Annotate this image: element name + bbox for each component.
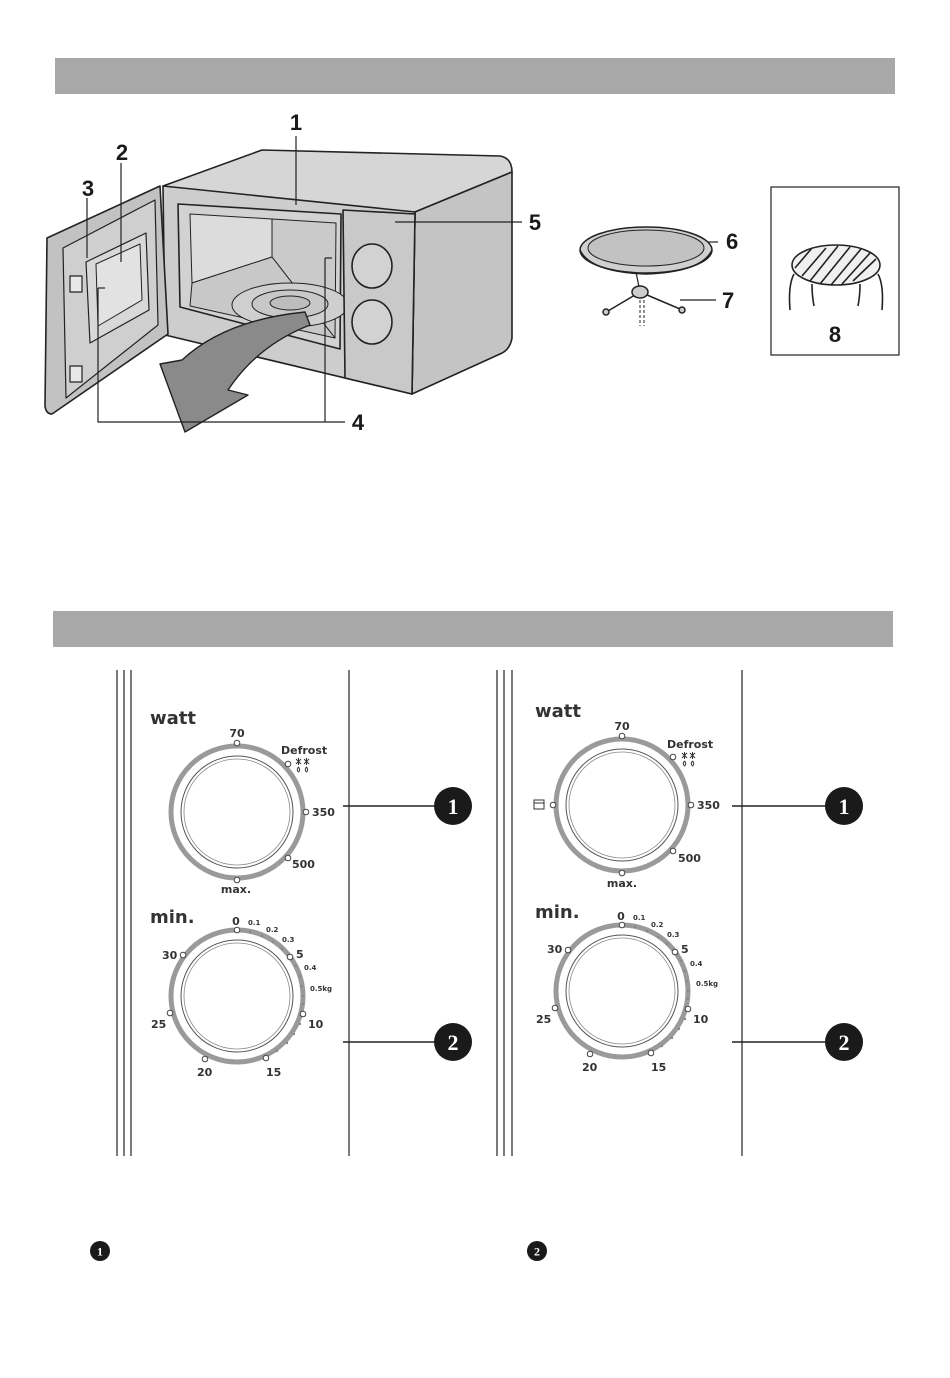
weight-label-0.3: 0.3 bbox=[282, 936, 295, 944]
callout-3: 3 bbox=[82, 176, 94, 201]
roller-ring bbox=[603, 272, 685, 326]
power-label-max: max. bbox=[221, 883, 251, 896]
callout-5: 5 bbox=[529, 210, 541, 235]
weight-label-0.5kg: 0.5kg bbox=[310, 985, 332, 993]
callout-6: 6 bbox=[726, 229, 738, 254]
turntable-plate bbox=[580, 227, 712, 274]
weight-label-0.4: 0.4 bbox=[304, 964, 317, 972]
timer-label-25: 25 bbox=[536, 1013, 551, 1026]
power-label-defrost: Defrost bbox=[281, 744, 327, 757]
control-panel-left: watt 70 Defrost 350 500 max. min. bbox=[117, 670, 472, 1156]
power-label-500: 500 bbox=[678, 852, 701, 865]
timer-label-30: 30 bbox=[162, 949, 178, 962]
power-dial-title: watt bbox=[150, 708, 196, 729]
power-label-500: 500 bbox=[292, 858, 315, 871]
weight-label-0.4: 0.4 bbox=[690, 960, 703, 968]
defrost-icon bbox=[682, 752, 695, 766]
power-label-70: 70 bbox=[229, 727, 245, 740]
control-panel-right: watt 70 Defrost 350 500 max. min. bbox=[497, 670, 863, 1156]
timer-dial-title: min. bbox=[535, 902, 580, 923]
grill-rack bbox=[790, 245, 883, 310]
microwave-illustration bbox=[45, 150, 512, 432]
power-dial[interactable] bbox=[171, 746, 303, 878]
power-label-70: 70 bbox=[614, 720, 630, 733]
defrost-icon bbox=[296, 758, 309, 772]
power-dial-title: watt bbox=[535, 701, 581, 722]
timer-dial[interactable] bbox=[171, 930, 303, 1062]
timer-label-0: 0 bbox=[232, 915, 240, 928]
timer-label-15: 15 bbox=[266, 1066, 281, 1079]
timer-label-0: 0 bbox=[617, 910, 625, 923]
power-label-350: 350 bbox=[697, 799, 720, 812]
weight-label-0.2: 0.2 bbox=[266, 926, 279, 934]
callout-1: 1 bbox=[290, 110, 302, 135]
svg-text:1: 1 bbox=[97, 1245, 103, 1259]
timer-label-20: 20 bbox=[197, 1066, 213, 1079]
timer-label-10: 10 bbox=[308, 1018, 324, 1031]
callout-4: 4 bbox=[352, 410, 365, 435]
timer-label-25: 25 bbox=[151, 1018, 166, 1031]
weight-label-0.2: 0.2 bbox=[651, 921, 664, 929]
weight-label-0.5kg: 0.5kg bbox=[696, 980, 718, 988]
svg-text:2: 2 bbox=[534, 1245, 540, 1259]
svg-text:2: 2 bbox=[839, 1030, 850, 1055]
timer-label-15: 15 bbox=[651, 1061, 666, 1074]
timer-label-20: 20 bbox=[582, 1061, 598, 1074]
timer-label-5: 5 bbox=[296, 948, 304, 961]
callout-7: 7 bbox=[722, 288, 734, 313]
timer-dial[interactable] bbox=[556, 925, 688, 1057]
timer-label-5: 5 bbox=[681, 943, 689, 956]
power-label-max: max. bbox=[607, 877, 637, 890]
callout-2: 2 bbox=[116, 140, 128, 165]
timer-label-10: 10 bbox=[693, 1013, 709, 1026]
weight-label-0.1: 0.1 bbox=[633, 914, 646, 922]
svg-text:1: 1 bbox=[839, 794, 850, 819]
weight-label-0.1: 0.1 bbox=[248, 919, 261, 927]
grill-icon bbox=[534, 800, 544, 809]
power-label-defrost: Defrost bbox=[667, 738, 713, 751]
svg-text:2: 2 bbox=[448, 1030, 459, 1055]
power-dial[interactable] bbox=[556, 739, 688, 871]
weight-label-0.3: 0.3 bbox=[667, 931, 680, 939]
callout-8: 8 bbox=[829, 322, 841, 347]
svg-text:1: 1 bbox=[448, 794, 459, 819]
timer-dial-title: min. bbox=[150, 907, 195, 928]
power-label-350: 350 bbox=[312, 806, 335, 819]
timer-label-30: 30 bbox=[547, 943, 563, 956]
